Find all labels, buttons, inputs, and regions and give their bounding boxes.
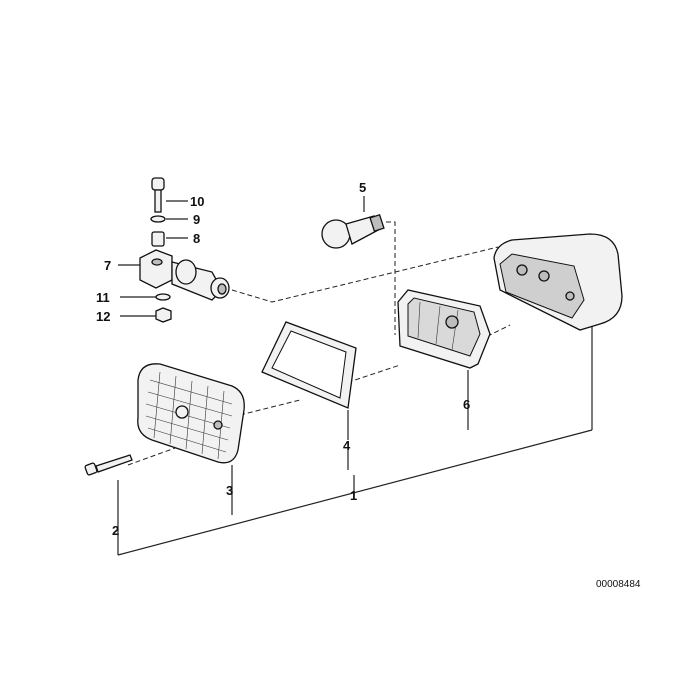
callout-1: 1 [350,488,357,503]
nut-part-12 [155,307,172,323]
callout-6: 6 [463,397,470,412]
callout-12: 12 [96,309,110,324]
washer-part-11 [155,293,171,301]
bulb-part-5 [321,213,385,249]
leader-lines [117,196,593,556]
callout-8: 8 [193,231,200,246]
bushing-part-8 [151,231,165,247]
callout-9: 9 [193,212,200,227]
reflector-part-6 [397,289,491,369]
drawing-id: 00008484 [596,579,641,590]
lens-part-3 [137,363,245,464]
gasket-part-4 [261,321,357,409]
mounting-bracket-part-7 [139,249,230,301]
washer-part-9 [150,215,166,223]
callout-11: 11 [96,290,110,305]
callout-10: 10 [190,194,204,209]
callout-4: 4 [343,438,351,453]
callout-labels: 1 2 3 4 5 6 7 8 9 10 11 12 [96,180,470,538]
callout-7: 7 [104,258,111,273]
screw-part-10 [151,177,165,213]
screw-part-2 [84,454,133,476]
callout-2: 2 [112,523,119,538]
callout-5: 5 [359,180,366,195]
housing-shell [493,233,623,331]
callout-3: 3 [226,483,233,498]
